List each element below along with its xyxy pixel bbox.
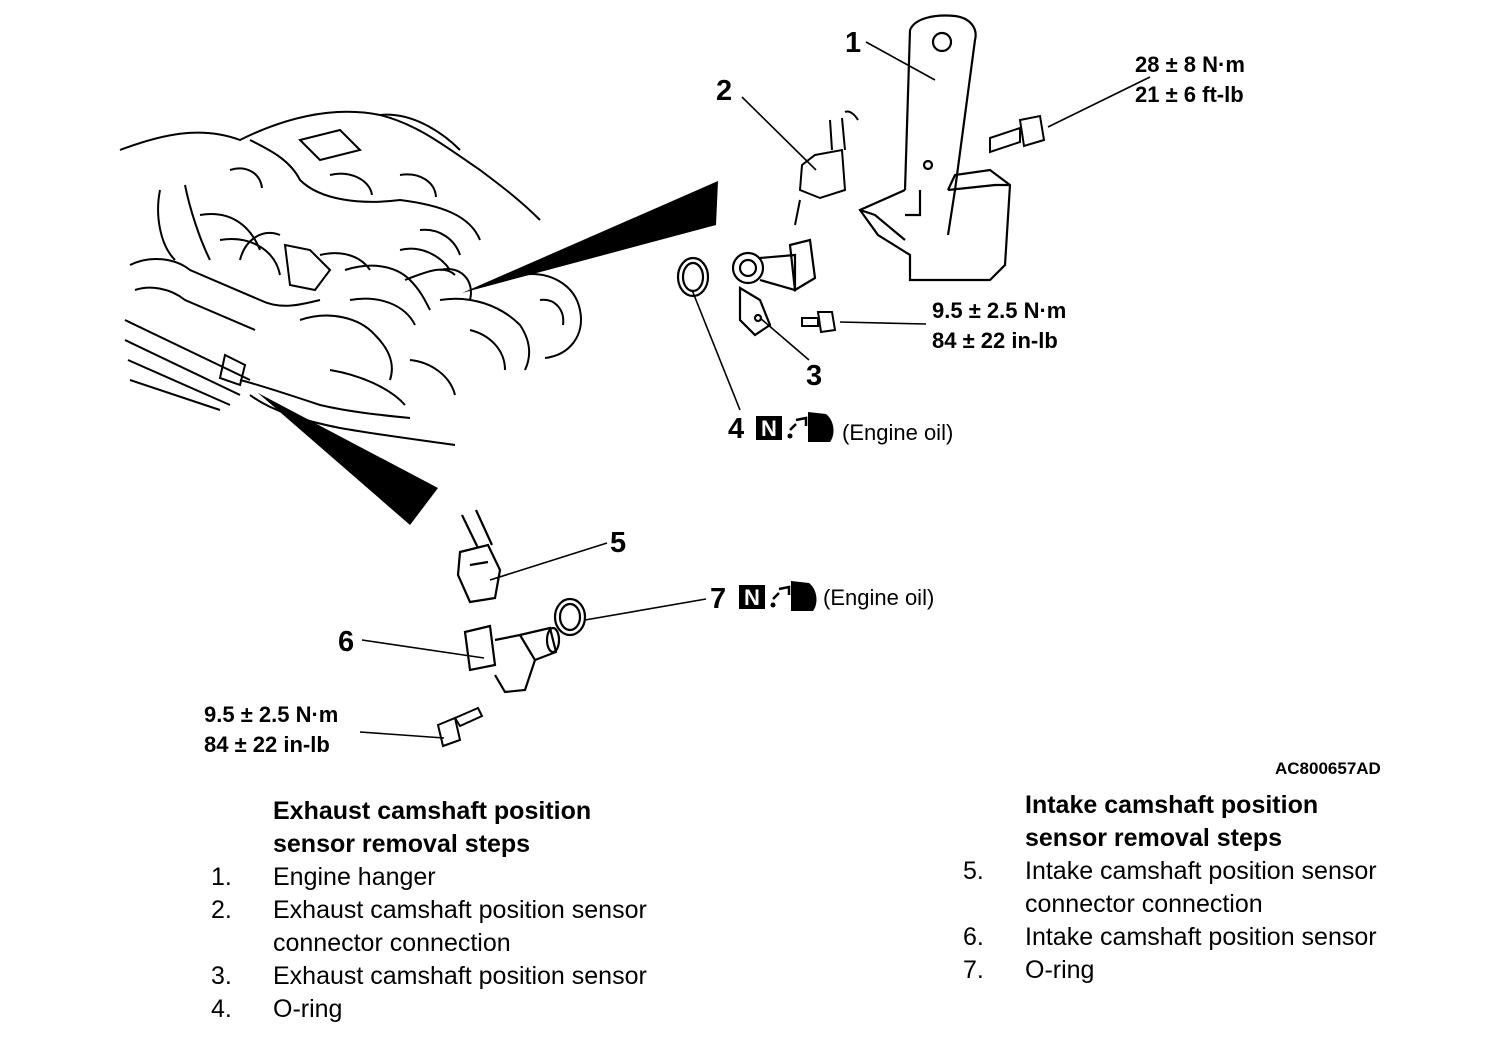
intake-o-ring bbox=[553, 597, 587, 637]
step-text: Exhaust camshaft position sensor bbox=[273, 962, 647, 990]
torque-exhaust-inlb: 84 ± 22 in-lb bbox=[932, 328, 1058, 353]
callout-2: 2 bbox=[716, 75, 732, 107]
callout-6: 6 bbox=[338, 626, 354, 658]
step-text-cont: connector connection bbox=[1025, 890, 1263, 918]
step-text: Intake camshaft position sensor bbox=[1025, 857, 1377, 885]
lube-note-7: N (Engine oil) bbox=[739, 581, 934, 611]
n-badge-4-text: N bbox=[761, 416, 777, 441]
callout-7: 7 bbox=[710, 583, 726, 615]
torque-intake-nm: 9.5 ± 2.5 N·m bbox=[204, 702, 338, 727]
step-number: 4. bbox=[211, 995, 232, 1023]
oil-can-icon bbox=[770, 581, 817, 611]
engine-oil-note-4: (Engine oil) bbox=[842, 420, 953, 445]
torque-hanger-ftlb: 21 ± 6 ft-lb bbox=[1135, 82, 1244, 107]
exhaust-connector bbox=[794, 110, 859, 226]
step-text: Exhaust camshaft position sensor bbox=[273, 896, 647, 924]
list-item: 3. Exhaust camshaft position sensor bbox=[211, 960, 771, 993]
n-badge-7-text: N bbox=[744, 585, 760, 610]
figure-id: AC800657AD bbox=[1275, 759, 1381, 778]
list-item: 2. Exhaust camshaft position sensor bbox=[211, 894, 771, 927]
torque-intake-inlb: 84 ± 22 in-lb bbox=[204, 732, 330, 757]
intake-removal-steps: Intake camshaft position sensor removal … bbox=[963, 789, 1463, 987]
list-item: 1. Engine hanger bbox=[211, 861, 771, 894]
exhaust-o-ring bbox=[676, 256, 710, 298]
step-text-cont: connector connection bbox=[273, 929, 511, 957]
step-text: Intake camshaft position sensor bbox=[1025, 923, 1377, 951]
view-wedge-lower bbox=[258, 393, 438, 525]
intake-steps-title-2: sensor removal steps bbox=[1025, 824, 1283, 852]
lube-note-4: N (Engine oil) bbox=[756, 412, 953, 445]
list-item: 6. Intake camshaft position sensor bbox=[963, 921, 1463, 954]
list-item: 7. O-ring bbox=[963, 954, 1463, 987]
view-wedge-upper bbox=[462, 181, 718, 293]
n-badge-4 bbox=[756, 416, 782, 440]
exhaust-sensor bbox=[731, 238, 817, 337]
hanger-bolt bbox=[989, 114, 1046, 154]
step-text: O-ring bbox=[273, 995, 343, 1023]
exhaust-removal-steps: Exhaust camshaft position sensor removal… bbox=[211, 795, 771, 1026]
step-number: 6. bbox=[963, 923, 984, 951]
leader-lines bbox=[359, 41, 1151, 739]
exhaust-steps-title-1: Exhaust camshaft position bbox=[273, 797, 592, 825]
step-number: 5. bbox=[963, 857, 984, 885]
exhaust-sensor-bolt bbox=[801, 311, 837, 334]
engine-illustration bbox=[119, 110, 582, 446]
step-text: O-ring bbox=[1025, 956, 1095, 984]
torque-exhaust-nm: 9.5 ± 2.5 N·m bbox=[932, 298, 1066, 323]
list-item: 4. O-ring bbox=[211, 993, 771, 1026]
engine-hanger bbox=[858, 14, 1012, 282]
n-badge-7 bbox=[739, 585, 765, 609]
exploded-diagram: 1 2 3 4 5 6 7 N (Engine oil) N (Engine o… bbox=[119, 14, 1381, 778]
callout-4: 4 bbox=[728, 413, 744, 445]
step-number: 7. bbox=[963, 956, 984, 984]
callout-3: 3 bbox=[806, 360, 822, 392]
callout-1: 1 bbox=[845, 27, 861, 59]
step-number: 2. bbox=[211, 896, 232, 924]
engine-oil-note-7: (Engine oil) bbox=[823, 585, 934, 610]
step-number: 3. bbox=[211, 962, 232, 990]
intake-sensor-bolt bbox=[436, 706, 484, 748]
intake-steps-title-1: Intake camshaft position bbox=[1025, 791, 1319, 819]
list-item: 5. Intake camshaft position sensor bbox=[963, 855, 1463, 888]
callout-5: 5 bbox=[610, 527, 626, 559]
intake-sensor bbox=[463, 624, 561, 694]
intake-connector bbox=[456, 509, 502, 604]
exhaust-steps-title-2: sensor removal steps bbox=[273, 830, 531, 858]
step-text: Engine hanger bbox=[273, 863, 436, 891]
step-number: 1. bbox=[211, 863, 232, 891]
torque-hanger-nm: 28 ± 8 N·m bbox=[1135, 52, 1245, 77]
oil-can-icon bbox=[787, 412, 834, 442]
